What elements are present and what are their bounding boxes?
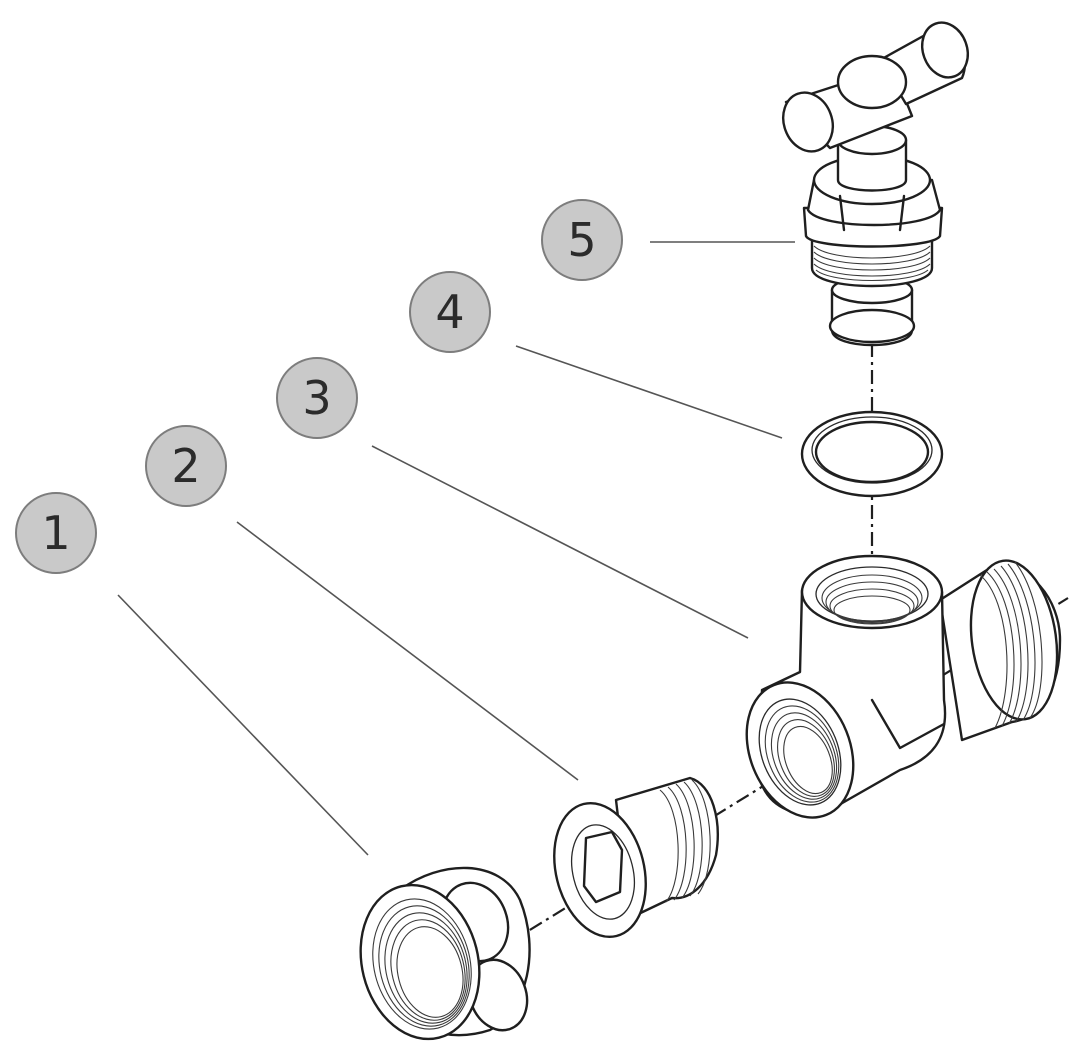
callout-label-1: 1: [41, 506, 70, 560]
insert-hex-socket: [582, 830, 624, 904]
callout-5: 5: [541, 199, 623, 281]
callout-label-2: 2: [171, 439, 200, 493]
callout-label-3: 3: [302, 371, 331, 425]
callout-circle-2: [145, 425, 227, 507]
sealing-ring: [800, 410, 944, 498]
tee-left-socket-opening: [758, 698, 842, 806]
callout-1: 1: [15, 492, 97, 574]
callout-circle-5: [541, 199, 623, 281]
leader-line-1: [117, 594, 369, 856]
callout-3: 3: [276, 357, 358, 439]
union-nut: [359, 866, 531, 1041]
valve-handle-right-end: [921, 21, 969, 79]
tee-right-spigot-face: [969, 559, 1059, 721]
tee-right-threads: [979, 561, 1043, 729]
valve-hex-edges: [838, 194, 906, 232]
callout-label-5: 5: [567, 213, 596, 267]
valve-threads: [813, 245, 931, 282]
tee-fitting: [745, 554, 1062, 819]
leader-line-2: [236, 521, 579, 781]
leader-line-3: [371, 445, 749, 639]
tee-left-socket-rim: [745, 681, 855, 819]
insert-flange-inner: [571, 824, 635, 920]
ring-inner: [814, 420, 930, 484]
callout-2: 2: [145, 425, 227, 507]
tee-top-socket-rim: [800, 554, 944, 630]
callout-circle-3: [276, 357, 358, 439]
valve-handle-hub: [836, 54, 908, 110]
tee-top-threads: [821, 574, 923, 625]
tee-left-threads: [764, 705, 840, 803]
nut-front-face: [359, 883, 481, 1041]
callout-circle-1: [15, 492, 97, 574]
leader-lines: [117, 241, 795, 856]
threaded-insert: [553, 776, 719, 939]
valve-spigot-ring: [828, 308, 916, 344]
valve-handle-left-end: [782, 91, 834, 153]
callout-4: 4: [409, 271, 491, 353]
leader-line-4: [515, 345, 783, 439]
nut-threads: [372, 898, 472, 1030]
insert-threads: [659, 779, 711, 903]
tee-crease: [870, 698, 946, 750]
callout-label-4: 4: [435, 285, 464, 339]
callout-circle-4: [409, 271, 491, 353]
valve-head: [782, 21, 969, 347]
